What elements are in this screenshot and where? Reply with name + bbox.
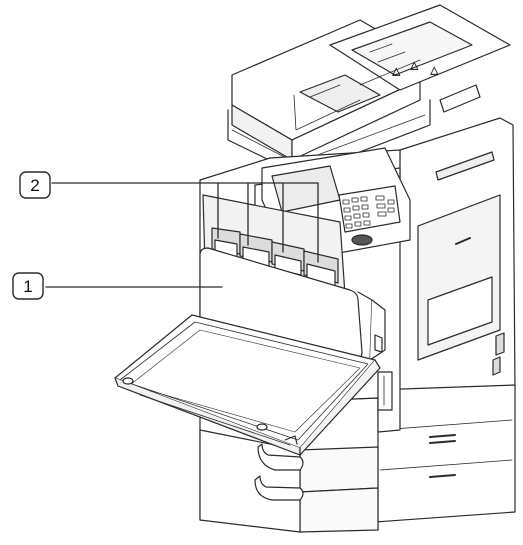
callout-1-number: 1 bbox=[23, 277, 32, 296]
callout-1: 1 bbox=[12, 272, 44, 300]
drawer-handles bbox=[254, 443, 304, 501]
callout-2: 2 bbox=[19, 171, 51, 199]
door-hinges bbox=[377, 371, 393, 411]
keypad bbox=[342, 195, 395, 229]
callout-1-box bbox=[12, 272, 44, 300]
document-feeder: ▵ ▵ ▵ bbox=[227, 4, 511, 176]
callout-2-leaders bbox=[51, 182, 319, 263]
callout-2-number: 2 bbox=[30, 176, 39, 195]
printer-body-side bbox=[397, 117, 516, 431]
svg-text:▵: ▵ bbox=[392, 61, 401, 80]
svg-text:▵: ▵ bbox=[410, 55, 419, 74]
callout-2-box bbox=[19, 171, 51, 199]
front-cover-open bbox=[114, 314, 381, 456]
svg-text:▵: ▵ bbox=[430, 60, 439, 79]
start-button bbox=[351, 234, 373, 246]
